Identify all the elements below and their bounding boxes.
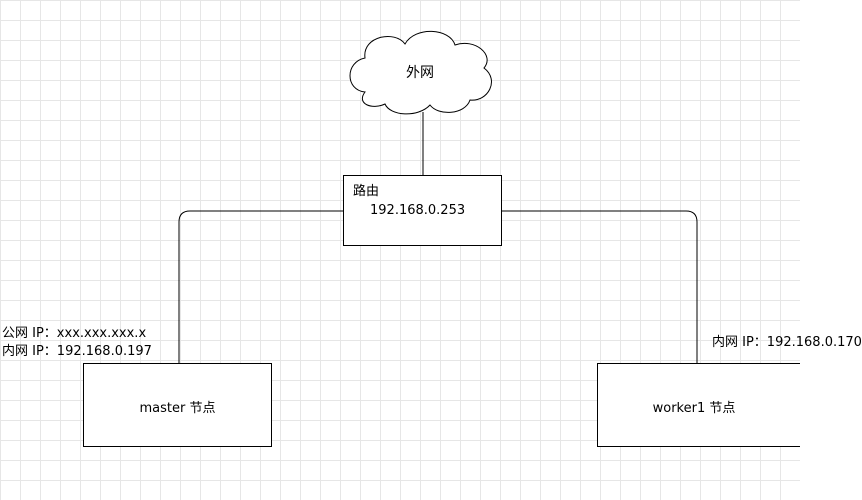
router-master-link	[178, 210, 343, 363]
master-private-ip: 内网 IP：192.168.0.197	[2, 344, 152, 359]
master-node[interactable]: master 节点	[83, 363, 272, 447]
worker-private-ip: 内网 IP：192.168.0.170	[712, 335, 862, 350]
router-ip: 192.168.0.253	[370, 203, 466, 218]
master-public-ip: 公网 IP：xxx.xxx.xxx.x	[2, 326, 147, 341]
cloud-label: 外网	[406, 65, 434, 81]
router-worker-link	[502, 210, 698, 363]
connection-lines	[178, 30, 698, 363]
master-label: master 节点	[139, 401, 216, 416]
worker-node[interactable]: worker1 节点	[597, 363, 800, 447]
router-node[interactable]: 路由 192.168.0.253	[343, 175, 502, 246]
router-title: 路由	[353, 184, 380, 199]
cloud-shape[interactable]	[349, 30, 492, 115]
worker-label: worker1 节点	[652, 401, 736, 416]
